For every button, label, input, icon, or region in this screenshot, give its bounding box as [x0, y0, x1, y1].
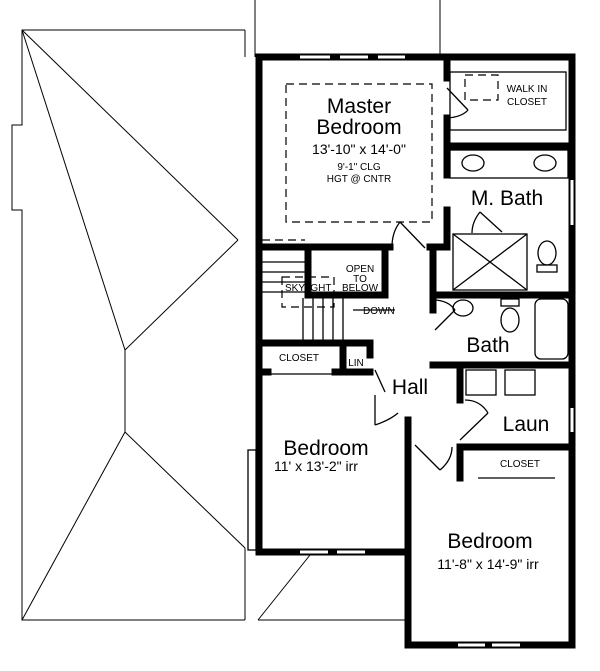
walls [255, 53, 576, 649]
closet-label: CLOSET [279, 353, 319, 364]
fixtures [285, 71, 569, 396]
skylight-label: SKY IGHT [285, 283, 332, 294]
stairs-down-label: DOWN [363, 306, 395, 317]
sink-icon [461, 154, 485, 172]
bedroom-size: 11'-8" x 14'-9" irr [437, 556, 539, 572]
closet-label: CLOSET [500, 459, 540, 470]
open-to-below-label: TO [353, 274, 367, 285]
master-bath-label: M. Bath [471, 187, 543, 210]
master-bedroom-size: 13'-10" x 14'-0" [312, 141, 406, 157]
room-labels: Master Bedroom 13'-10" x 14'-0" 9'-1" CL… [274, 84, 549, 572]
open-to-below-label: BELOW [342, 283, 379, 294]
hall-label: Hall [392, 376, 428, 399]
dryer [504, 369, 536, 396]
open-to-below-label: OPEN [346, 264, 374, 275]
ceiling-height: 9'-1" CLG [337, 162, 380, 173]
bath-label: Bath [466, 334, 509, 357]
walk-in-closet-label: CLOSET [507, 97, 547, 108]
walk-in-closet-label: WALK IN [507, 84, 548, 95]
linen-closet-label: LIN [348, 358, 364, 369]
roof-outline [11, 0, 441, 621]
windows [300, 55, 574, 647]
bedroom-size: 11' x 13'-2" irr [274, 458, 358, 474]
chimney-hatch [247, 449, 257, 551]
toilet-icon [537, 240, 557, 266]
master-bedroom-label: Bedroom [316, 116, 401, 139]
sink-icon [533, 154, 557, 172]
bathtub [534, 298, 569, 360]
bedroom-label: Bedroom [447, 530, 532, 553]
shower [452, 233, 528, 291]
washer [465, 369, 497, 396]
sink-icon [452, 299, 474, 317]
ceiling-height: HGT @ CNTR [327, 174, 391, 185]
laundry-label: Laun [503, 413, 550, 436]
stairs [262, 239, 395, 340]
bedroom-label: Bedroom [283, 437, 368, 460]
master-bedroom-label: Master [327, 95, 391, 118]
toilet-icon [500, 307, 520, 333]
